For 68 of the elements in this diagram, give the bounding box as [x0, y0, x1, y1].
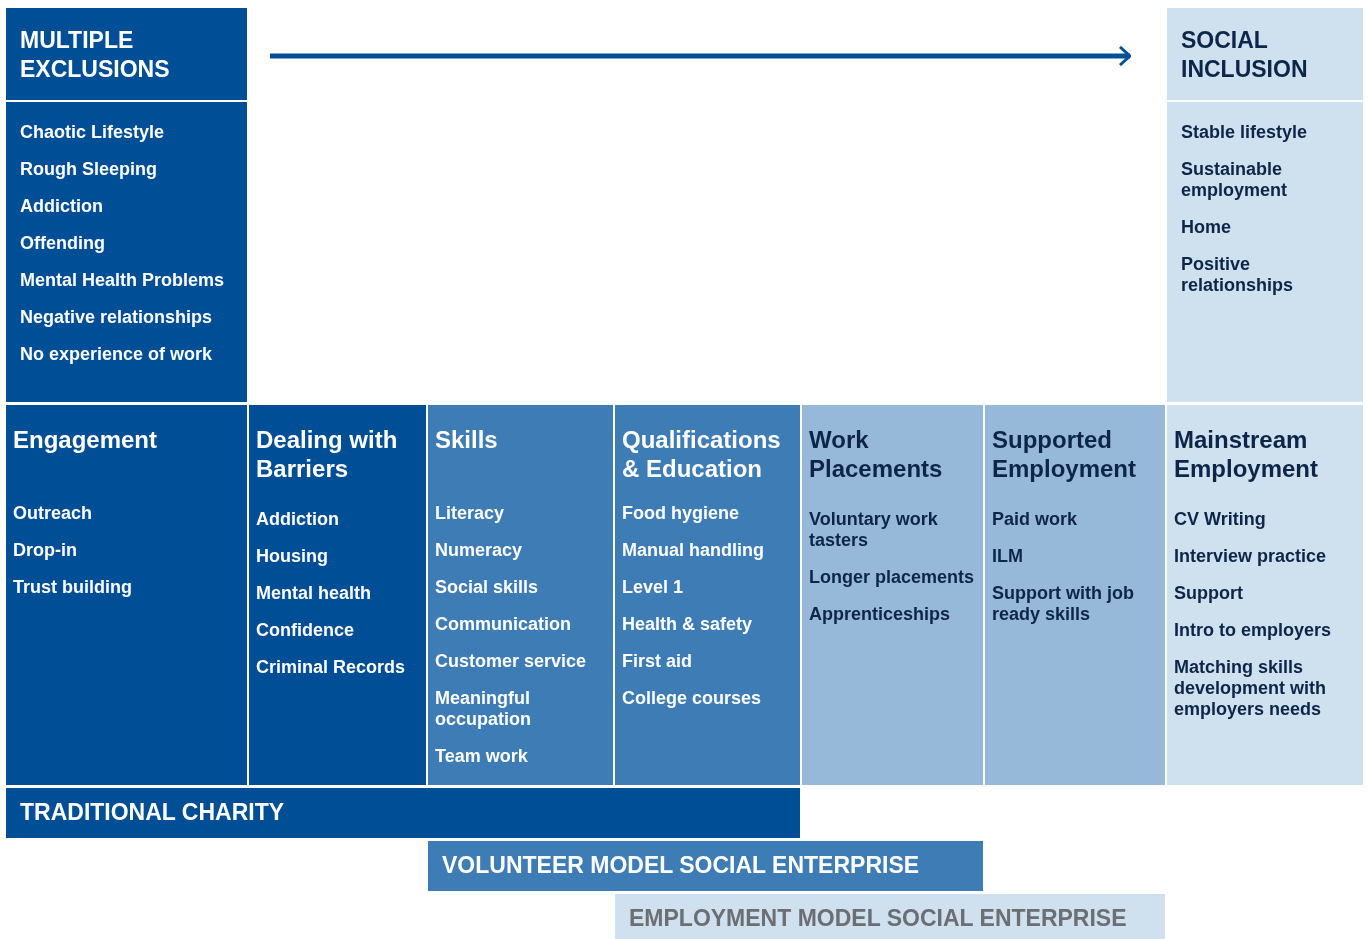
- stage-column: [249, 405, 426, 785]
- stage-column: [6, 405, 247, 785]
- column-heading: Dealing with Barriers: [256, 425, 399, 483]
- column-heading: Supported Employment: [992, 425, 1138, 483]
- list-item: Voluntary work tasters: [809, 509, 939, 551]
- column-heading: Mainstream Employment: [1174, 425, 1320, 483]
- model-bar: [428, 841, 983, 891]
- list-item: Addiction: [20, 196, 104, 217]
- stage-panel: [1167, 8, 1363, 402]
- list-item: Interview practice: [1174, 546, 1328, 567]
- list-item: Support with job ready skills: [992, 583, 1135, 625]
- column-heading: Work Placements: [809, 425, 944, 483]
- list-item: ILM: [992, 546, 1024, 567]
- list-item: Positive relationships: [1181, 254, 1295, 296]
- list-item: Outreach: [13, 503, 94, 524]
- bar-title: VOLUNTEER MODEL SOCIAL ENTERPRISE: [442, 851, 921, 879]
- model-bar: [615, 894, 1165, 939]
- list-item: Drop-in: [13, 540, 78, 561]
- column-heading: Engagement: [13, 425, 159, 455]
- list-item: No experience of work: [20, 344, 214, 365]
- model-bar: [6, 788, 800, 838]
- list-item: CV Writing: [1174, 509, 1267, 530]
- bar-title: EMPLOYMENT MODEL SOCIAL ENTERPRISE: [629, 904, 1128, 932]
- list-item: Apprenticeships: [809, 604, 952, 625]
- stage-column: [1167, 405, 1363, 785]
- bar-title: TRADITIONAL CHARITY: [20, 798, 286, 826]
- list-item: Negative relationships: [20, 307, 214, 328]
- list-item: Numeracy: [435, 540, 524, 561]
- list-item: Trust building: [13, 577, 133, 598]
- stage-column: [615, 405, 800, 785]
- list-item: Manual handling: [622, 540, 765, 561]
- list-item: Health & safety: [622, 614, 754, 635]
- list-item: Sustainable employment: [1181, 159, 1289, 201]
- list-item: Meaningful occupation: [435, 688, 532, 730]
- list-item: Paid work: [992, 509, 1079, 530]
- list-item: Addiction: [256, 509, 340, 530]
- stage-column: [428, 405, 613, 785]
- list-item: Level 1: [622, 577, 685, 598]
- panel-heading: MULTIPLE EXCLUSIONS: [20, 26, 171, 84]
- list-item: First aid: [622, 651, 693, 672]
- list-item: Confidence: [256, 620, 355, 641]
- arrow: [270, 45, 1132, 67]
- panel-heading: SOCIAL INCLUSION: [1181, 26, 1309, 84]
- list-item: College courses: [622, 688, 763, 709]
- list-item: Literacy: [435, 503, 506, 524]
- list-item: Food hygiene: [622, 503, 740, 524]
- list-item: Matching skills development with employers needs: [1174, 657, 1327, 720]
- list-item: Housing: [256, 546, 329, 567]
- column-heading: Qualifications & Education: [622, 425, 782, 483]
- list-item: Support: [1174, 583, 1244, 604]
- list-item: Longer placements: [809, 567, 976, 588]
- list-item: Offending: [20, 233, 106, 254]
- list-item: Chaotic Lifestyle: [20, 122, 166, 143]
- stage-column: [802, 405, 983, 785]
- stage-column: [985, 405, 1165, 785]
- list-item: Home: [1181, 217, 1232, 238]
- list-item: Rough Sleeping: [20, 159, 158, 180]
- stage-panel: [6, 8, 247, 402]
- list-item: Social skills: [435, 577, 540, 598]
- list-item: Team work: [435, 746, 529, 767]
- list-item: Criminal Records: [256, 657, 407, 678]
- column-heading: Skills: [435, 425, 499, 455]
- list-item: Mental health: [256, 583, 372, 604]
- list-item: Stable lifestyle: [1181, 122, 1309, 143]
- list-item: Intro to employers: [1174, 620, 1333, 641]
- list-item: Mental Health Problems: [20, 270, 226, 291]
- list-item: Communication: [435, 614, 572, 635]
- list-item: Customer service: [435, 651, 588, 672]
